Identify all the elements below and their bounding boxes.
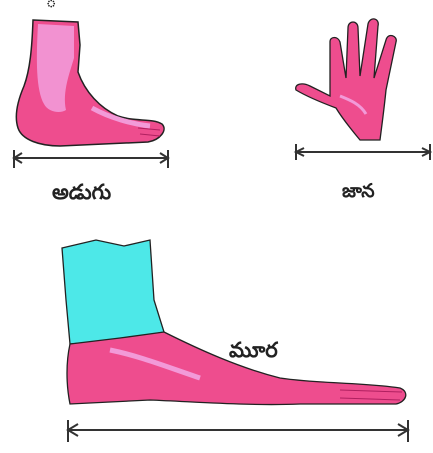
foot-label: అడుగు	[52, 180, 111, 210]
arm-illustration-icon	[62, 240, 406, 405]
arm-measure-line	[68, 420, 408, 442]
hand-measure-line	[296, 144, 430, 160]
hand-illustration-icon	[296, 19, 397, 140]
hand-label: జాన	[342, 180, 375, 207]
foot-measure-line	[14, 150, 168, 168]
arm-label: మూర	[229, 338, 278, 368]
